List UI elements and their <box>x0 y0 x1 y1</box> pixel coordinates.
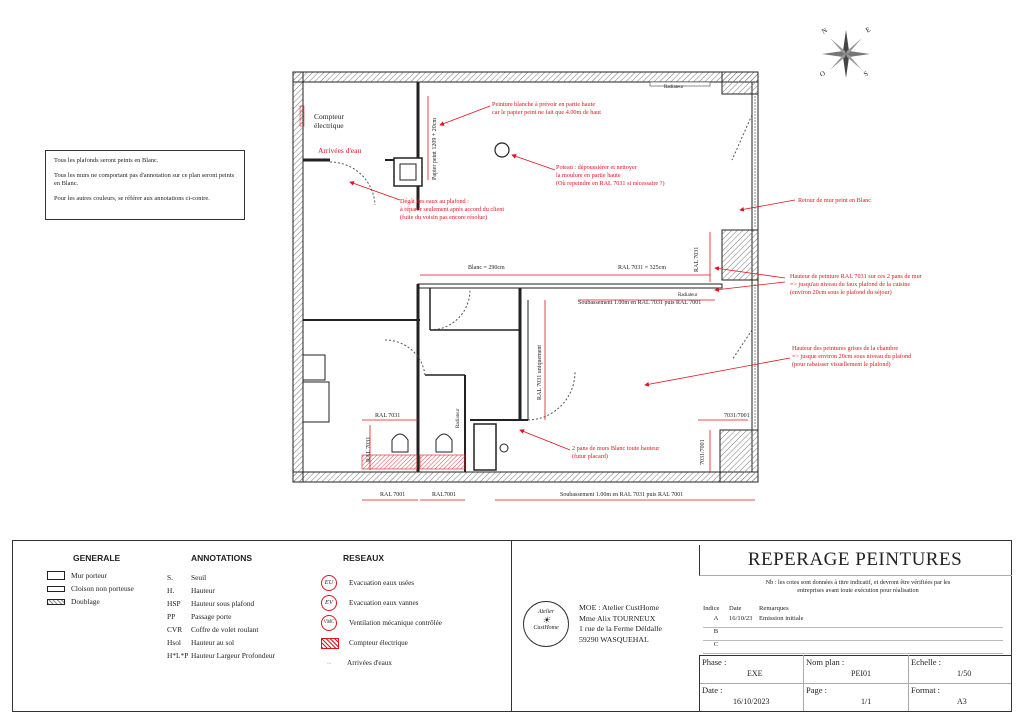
vmc-icon: VMC <box>321 615 337 631</box>
label-papier-peint: Papier peint 1209 + 20cm <box>432 117 438 180</box>
nom-plan-label: Nom plan : <box>806 657 845 667</box>
mur-porteur-swatch <box>47 571 65 580</box>
annotation-poteau: Poteau : dépoussiérer et nettoyer la mou… <box>556 164 665 187</box>
cloison-swatch <box>47 585 65 592</box>
phase-label: Phase : <box>702 657 727 667</box>
pillar-mid-right <box>721 229 759 281</box>
doublage-swatch <box>47 598 65 605</box>
eu-icon: EU <box>321 575 337 591</box>
legend-mur-porteur: Mur porteur <box>47 569 134 582</box>
note-other-colors: Pour les autres couleurs, se référer aux… <box>54 194 210 202</box>
note-ceilings: Tous les plafonds seront peints en Blanc… <box>54 157 159 164</box>
compass-rose: N E S O <box>818 25 874 82</box>
legend-annotations-title: ANNOTATIONS <box>191 553 253 563</box>
wall-outer-bottom <box>292 471 759 483</box>
plan-title: REPERAGE PEINTURES <box>747 549 963 570</box>
annotation-retour-mur: Retour de mur peint en Blanc <box>798 197 872 204</box>
label-ral-7031-7001: 7031/7001 <box>724 413 750 419</box>
label-ral-7031-small: RAL 7031 <box>375 413 401 419</box>
label-ral-7031-vertical: RAL 7031 <box>694 246 700 272</box>
nom-plan-value: PEI01 <box>851 669 871 678</box>
format-value: A3 <box>957 697 967 706</box>
date-label: Date : <box>702 685 723 695</box>
note-walls: Tous les murs ne comportant pas d'annota… <box>54 171 235 188</box>
page-label: Page : <box>806 685 828 695</box>
label-radiateur-wc: Radiateur <box>456 408 461 428</box>
page-value: 1/1 <box>861 697 872 706</box>
label-ral-325: RAL 7031 = 325cm <box>618 265 666 271</box>
label-blanc-290: Blanc = 290cm <box>468 265 505 271</box>
label-soubassement-bottom: Soubassement 1.00m en RAL 7031 puis RAL … <box>560 492 684 498</box>
compteur-electrique-icon <box>321 637 339 649</box>
legend-generale-title: GENERALE <box>73 553 121 563</box>
echelle-value: 1/50 <box>957 669 972 678</box>
label-ral-uniquement: RAL 7031 uniquement <box>537 344 543 400</box>
date-value: 16/10/2023 <box>733 697 770 706</box>
legend-reseaux: EU Evacuation eaux usées EV Evacuation e… <box>321 573 442 673</box>
title-block: GENERALE Mur porteur Cloison non porteus… <box>12 540 1012 712</box>
label-radiateur-top: Radiateur <box>664 85 684 90</box>
echelle-label: Echelle : <box>911 657 941 667</box>
moe-info: MOE : Atelier CustHome Mme Alix TOURNEUX… <box>579 603 662 644</box>
format-label: Format : <box>911 685 941 695</box>
label-soubassement-mid: Soubassement 1.00m en RAL 7031 puis RAL … <box>578 300 702 306</box>
nb-note: Nb : les cotes sont données à titre indi… <box>765 579 951 594</box>
label-ral-7001-b: RAL7001 <box>432 492 456 498</box>
legend-reseaux-title: RESEAUX <box>343 553 385 563</box>
arrivees-eaux-icon: ~ <box>326 658 332 668</box>
legend-doublage: Doublage <box>47 595 134 608</box>
annotation-peinture-blanche: Peinture blanche à prévoir en partie hau… <box>492 101 601 116</box>
ev-icon: EV <box>321 595 337 611</box>
revision-row: C <box>703 641 1003 654</box>
wall-outer-left <box>292 71 304 483</box>
phase-value: EXE <box>747 669 763 678</box>
revision-row: B <box>703 628 1003 641</box>
legend-generale: Mur porteur Cloison non porteuse Doublag… <box>47 569 134 608</box>
revisions-table: Indice Date Remarques A 16/10/23 Emissio… <box>703 605 1003 654</box>
atelier-logo: Atelier ☀ CustHome <box>523 601 569 647</box>
annotation-hauteur-ral: Hauteur de peinture RAL 7031 sur ces 2 p… <box>790 273 922 296</box>
legend-cloison: Cloison non porteuse <box>47 582 134 595</box>
floor-plan <box>292 71 796 501</box>
label-arrivees-eau: Arrivées d'eau <box>318 146 362 155</box>
general-notes-box: Tous les plafonds seront peints en Blanc… <box>45 150 245 220</box>
annotation-pans-blanc: 2 pans de murs Blanc toute hauteur (futu… <box>572 445 660 460</box>
label-ral-7031-7001-vertical: 7031/7001 <box>700 439 706 465</box>
pillar-bottom-right <box>719 429 759 483</box>
annotation-hauteur-grises: Hauteur des peintures grises de la chamb… <box>792 345 912 368</box>
annotation-degat-eaux: Dégât des eaux au plafond : à réparer se… <box>400 198 505 221</box>
wall-outer-top <box>292 71 759 83</box>
revision-row: A 16/10/23 Emission initiale <box>703 615 1003 628</box>
label-radiateur-mid: Radiateur <box>678 293 698 298</box>
label-ral-7001-a: RAL 7001 <box>380 492 406 498</box>
pillar-top-right <box>721 71 759 95</box>
label-ral-7031-side: RAL 7031 <box>366 436 372 462</box>
label-compteur: Compteur électrique <box>314 112 344 130</box>
